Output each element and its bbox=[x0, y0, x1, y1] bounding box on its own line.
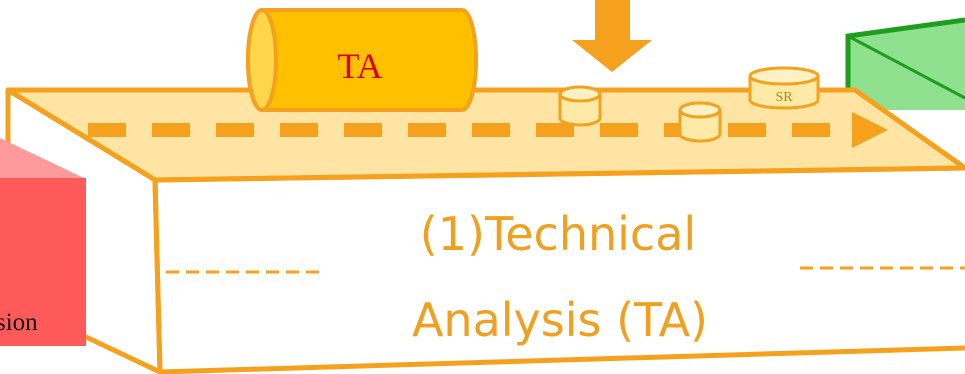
green-box-top-face bbox=[848, 20, 965, 110]
red-box-front-face bbox=[0, 178, 86, 346]
red-box-label: sion bbox=[0, 309, 38, 336]
flow-arrow bbox=[88, 112, 888, 148]
green-stage-box bbox=[845, 17, 965, 110]
stage-title-line2: Analysis (TA) bbox=[412, 293, 708, 347]
green-box-edge bbox=[847, 34, 965, 100]
red-stage-box: sion bbox=[0, 138, 86, 346]
ta-cylinder: TA bbox=[246, 8, 478, 112]
sr-cylinder: SR bbox=[748, 66, 820, 110]
red-box-top-face bbox=[0, 138, 84, 178]
sr-cylinder-label: SR bbox=[775, 90, 793, 105]
small-cylinder-2 bbox=[678, 101, 722, 143]
flow-arrow-head bbox=[852, 112, 888, 148]
down-arrow-icon bbox=[572, 0, 652, 72]
stage-title-line1: (1)Technical bbox=[420, 207, 696, 261]
stage-front-face bbox=[152, 165, 965, 374]
ta-cylinder-label: TA bbox=[337, 46, 382, 86]
small-cylinder-1 bbox=[558, 85, 602, 127]
